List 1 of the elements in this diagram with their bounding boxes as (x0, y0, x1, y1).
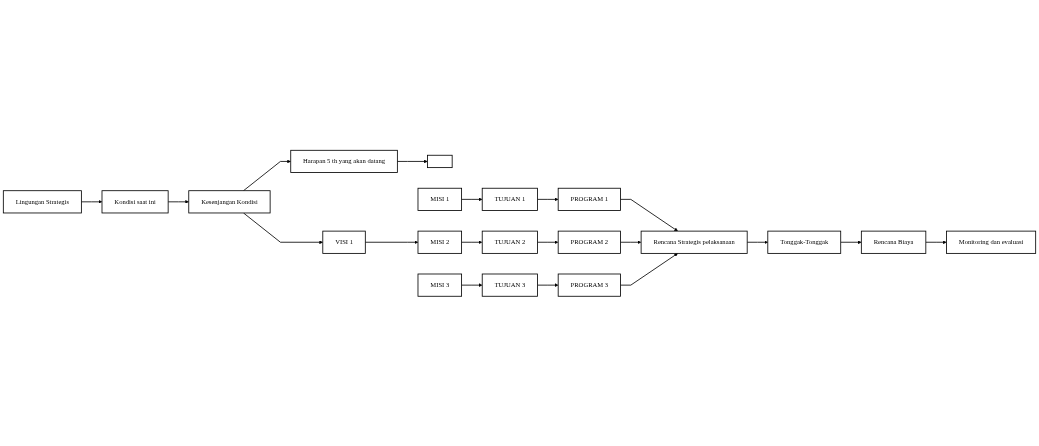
node-box (427, 154, 453, 168)
